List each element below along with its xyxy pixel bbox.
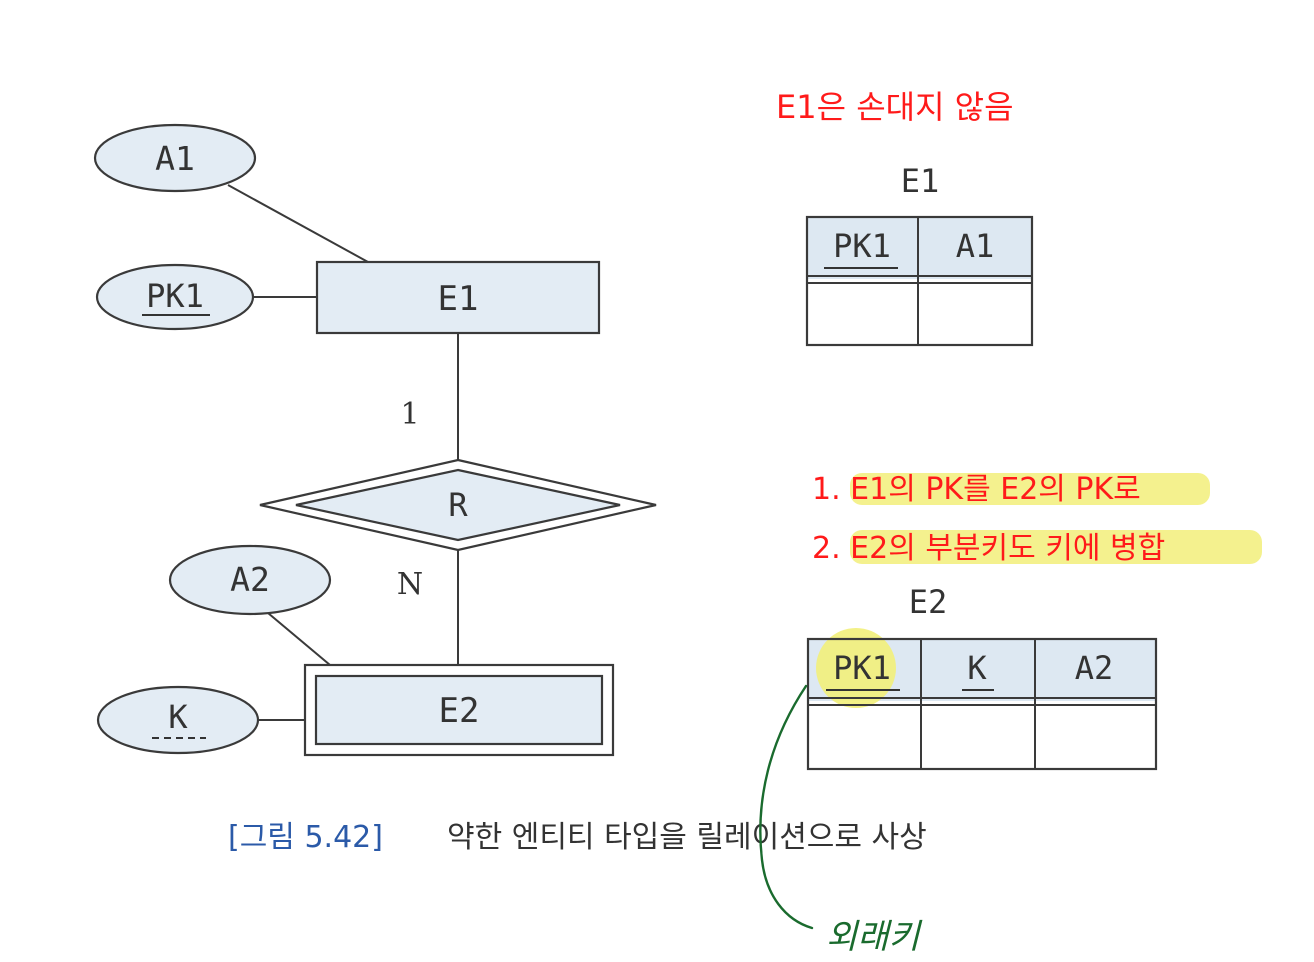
line-a1-e1 (227, 184, 369, 263)
entity-e2: E2 (303, 663, 615, 757)
note-step-1: 1. E1의 PK를 E2의 PK로 (812, 472, 1141, 507)
caption-text: 약한 엔티티 타입을 릴레이션으로 사상 (447, 820, 927, 855)
pk1-highlight-circle (816, 628, 896, 708)
attribute-a2-label: A2 (230, 560, 270, 599)
line-a2-e2 (267, 612, 331, 666)
table-e2-col-pk1: PK1 (833, 649, 891, 687)
cardinality-many: N (397, 567, 423, 602)
handwritten-note-fk: 외래키 (826, 917, 923, 957)
table-e2-title: E2 (909, 583, 948, 621)
attribute-a2: A2 (168, 544, 332, 616)
figure-caption: [그림 5.42] 약한 엔티티 타입을 릴레이션으로 사상 (228, 820, 927, 855)
note-e1-untouched: E1은 손대지 않음 (776, 88, 1014, 126)
attribute-pk1-label: PK1 (146, 277, 204, 315)
relationship-r-label: R (448, 486, 468, 524)
table-e2-col-k: K (967, 649, 987, 687)
entity-e1: E1 (315, 260, 601, 335)
highlighter-marks (850, 473, 1262, 564)
attribute-a1: A1 (93, 123, 257, 193)
caption-figure-number: [그림 5.42] (228, 820, 383, 855)
table-e2: E2 PK1 K A2 (806, 583, 1158, 771)
table-e2-col-a2: A2 (1075, 649, 1114, 687)
table-e1: E1 PK1 A1 (805, 162, 1034, 347)
attribute-k-label: K (168, 698, 188, 736)
attribute-k: K (96, 685, 260, 755)
table-e1-col-pk1: PK1 (833, 227, 891, 265)
connector-lines (227, 184, 459, 721)
handwritten-arrow-curve (759, 684, 814, 930)
attribute-a1-label: A1 (155, 139, 195, 178)
entity-e2-label: E2 (439, 691, 480, 731)
table-e1-col-a1: A1 (956, 227, 995, 265)
table-e1-title: E1 (901, 162, 940, 200)
entity-e1-label: E1 (438, 279, 479, 319)
cardinality-one: 1 (400, 397, 419, 432)
attribute-pk1: PK1 (95, 263, 255, 331)
relationship-r: R (259, 458, 657, 552)
note-step-2: 2. E2의 부분키도 키에 병합 (812, 531, 1165, 566)
